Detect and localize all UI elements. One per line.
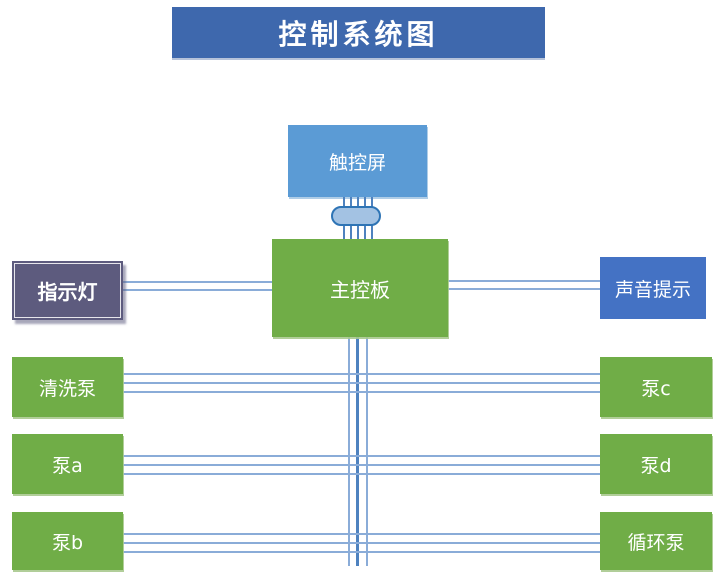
- wire-mainboard-bus: [348, 337, 350, 566]
- node-sound-alert: 声音提示: [600, 257, 706, 319]
- wire-row-b-cycle: [123, 551, 600, 553]
- node-pump-b: 泵b: [12, 512, 123, 570]
- wire-row-wash-c: [123, 382, 600, 384]
- wire-row-wash-c: [123, 373, 600, 375]
- wire-mainboard-indicator: [123, 281, 272, 283]
- wire-mainboard-bus: [356, 337, 359, 566]
- node-mainboard: 主控板: [272, 239, 448, 337]
- wire-mainboard-sound: [448, 280, 600, 282]
- diagram-title: 控制系统图: [172, 7, 545, 58]
- wire-row-b-cycle: [123, 542, 600, 544]
- node-pump-c: 泵c: [600, 357, 712, 417]
- node-pump-wash: 清洗泵: [12, 357, 123, 417]
- wire-row-a-d: [123, 473, 600, 475]
- node-pump-a: 泵a: [12, 434, 123, 494]
- node-touchscreen: 触控屏: [288, 125, 427, 197]
- cable-connector: [331, 206, 381, 226]
- node-pump-cycle: 循环泵: [600, 512, 712, 570]
- wire-row-wash-c: [123, 391, 600, 393]
- node-indicator-light: 指示灯: [12, 261, 123, 320]
- node-pump-d: 泵d: [600, 434, 712, 494]
- wire-mainboard-sound: [448, 288, 600, 290]
- wire-mainboard-indicator: [123, 289, 272, 291]
- wire-row-a-d: [123, 464, 600, 466]
- wire-row-a-d: [123, 455, 600, 457]
- wire-row-b-cycle: [123, 533, 600, 535]
- wire-mainboard-bus: [366, 337, 368, 566]
